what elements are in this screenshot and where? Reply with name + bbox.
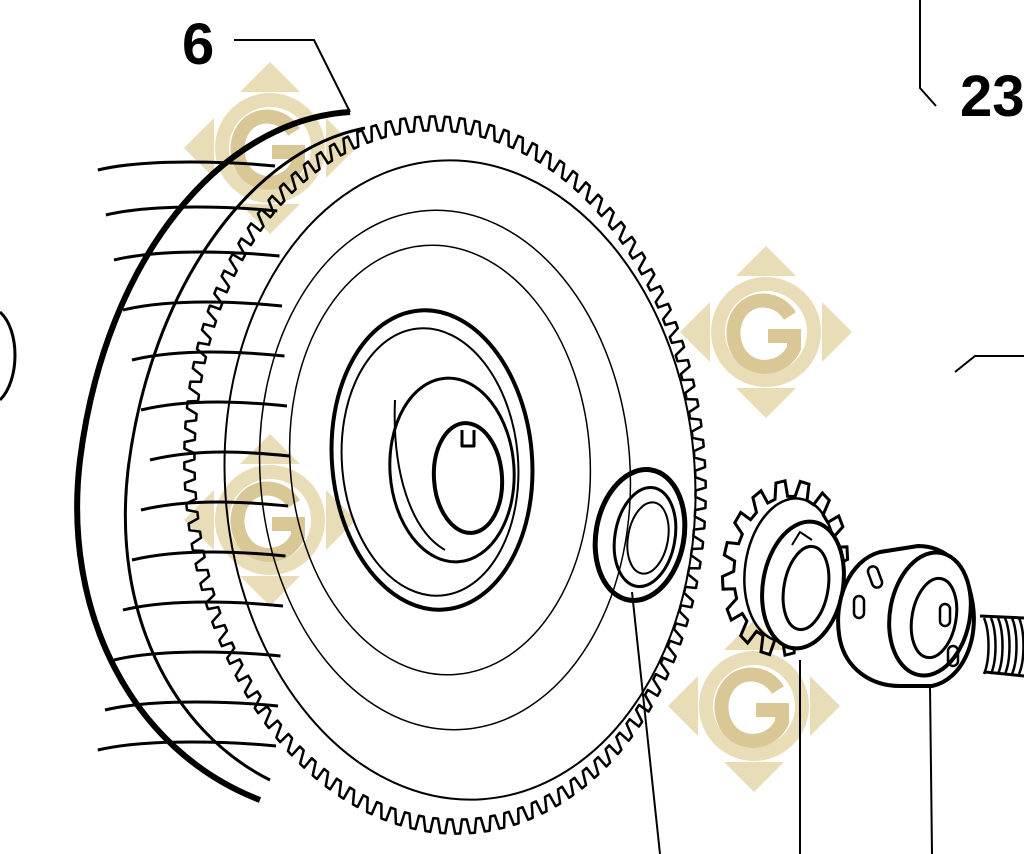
hub-boss-shadow [393,399,446,551]
gear-teeth-ring [183,115,707,835]
leader-line-23 [919,0,937,107]
oil-seal-ring [592,467,688,603]
shaft-thread [982,617,990,675]
fan-blade [104,700,279,712]
fan-blade [140,400,288,412]
fan-blade [97,160,276,172]
g-diamond-logo [184,62,356,234]
fan-blade [149,450,290,462]
fan-rim-outline [74,109,351,803]
leader-line-6 [234,39,351,113]
leader-line-seal [631,591,661,854]
fan-blade [113,250,280,262]
hub-boss [388,376,516,564]
slotted-nut [836,543,976,688]
shaft-thread [996,617,1004,675]
fan-blade [131,550,286,562]
left-edge-arc [0,310,17,402]
shaft-thread [1003,617,1011,675]
fan-blades [97,160,290,752]
fan-blade [131,350,285,362]
fan-blade [122,300,283,312]
fan-gear-wheel [74,109,707,835]
leader-line-right-edge [954,355,1024,373]
gear-face-ring [223,159,697,801]
shaft-thread [1010,617,1018,675]
gear-face-ring-inner [258,209,632,731]
callout-label-6: 6 [182,12,214,77]
hub-bore [431,421,505,535]
fan-rim-inner [123,126,366,782]
fan-blade [122,600,284,612]
fan-blade [140,500,289,512]
g-diamond-logo [680,246,852,418]
fan-blade [113,650,281,662]
hub-outer [329,308,535,612]
shaft-thread [989,617,997,675]
leader-line-nut [929,685,933,854]
gear-face-ring-step [288,244,592,676]
threaded-shaft [979,614,1024,678]
hub-keyway [460,430,476,448]
shaft-thread [1017,617,1024,675]
callout-label-23: 23 [960,64,1024,129]
fan-blade [97,740,277,752]
hub-outer-2 [340,327,520,597]
g-diamond-logo [668,620,840,792]
